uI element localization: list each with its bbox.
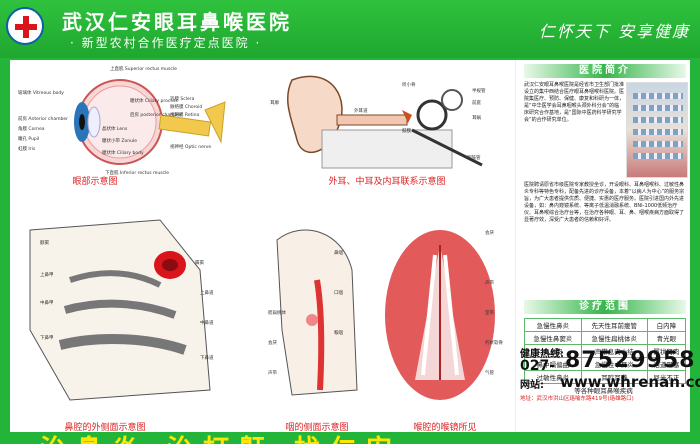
eye-diagram-panel: 上直肌 Superior rectus muscle 玻璃体 Vitreous …: [10, 60, 260, 188]
ear-label: 听小骨: [402, 83, 416, 88]
nose-label: 上鼻甲: [40, 273, 54, 278]
table-row: 过敏性鼻炎耳鸣耳聋屈光不正: [524, 370, 687, 384]
ear-label: 半规管: [472, 89, 486, 94]
larynx-diagram-panel: 会厌 声带 室带 杓状软骨 气管 喉腔的喉镜所见: [375, 210, 515, 432]
nose-label: 中鼻甲: [40, 301, 54, 306]
nose-label: 上鼻道: [200, 291, 214, 296]
eye-label: 前房 Anterior chamber: [18, 117, 68, 122]
hospital-building-image: [626, 82, 688, 178]
nose-label: 额窦: [40, 241, 49, 246]
larynx-label: 声带: [485, 281, 494, 286]
larynx-label: 气管: [485, 371, 494, 376]
nose-label: 下鼻甲: [40, 336, 54, 341]
intro-text-bottom: 医院聘请原省市级医院专家教授坐诊，开设眼科、耳鼻咽喉科、过敏性鼻炎专科等特色专科…: [524, 182, 685, 223]
eye-label: 晶状体 Lens: [102, 127, 128, 132]
eye-diagram-caption: 眼部示意图: [72, 177, 118, 187]
nose-diagram-panel: 上鼻甲 中鼻甲 下鼻甲 蝶窦 额窦 上鼻道 中鼻道 下鼻道 鼻腔的外侧面示意图: [10, 210, 260, 432]
table-row: 急慢性鼻窦炎急慢性扁桃体炎青光眼: [524, 331, 687, 345]
pharynx-label: 腭扁桃体: [268, 311, 286, 316]
nose-label: 蝶窦: [195, 261, 204, 266]
table-row: 鼻中隔偏曲急慢性中耳炎泪道阻塞: [524, 357, 687, 371]
hospital-name: 武汉仁安眼耳鼻喉医院: [62, 10, 292, 34]
eye-label: 角膜 Cornea: [18, 127, 45, 132]
scope-table: 急慢性鼻炎先天性耳前瘘管白内障 急慢性鼻窦炎急慢性扁桃体炎青光眼 鼻息肉声带息肉…: [524, 318, 687, 384]
eye-label: 虹膜 Iris: [18, 147, 36, 152]
hospital-logo-icon: [6, 7, 44, 45]
eye-illustration: [74, 79, 226, 165]
larynx-diagram-caption: 喉腔的喉镜所见: [413, 423, 477, 432]
eye-label: 脉络膜 Choroid: [170, 105, 203, 110]
pharynx-label: 喉咽: [334, 331, 343, 336]
intro-title: 医院简介: [524, 64, 686, 78]
eye-label: 视网膜 Retina: [170, 113, 200, 118]
larynx-illustration: [385, 230, 495, 400]
bottom-slogan-banner: 治鼻炎 治打鼾 找仁安: [0, 428, 700, 444]
table-row: 急慢性鼻炎先天性耳前瘘管白内障: [524, 318, 687, 332]
table-row: 鼻息肉声带息肉小结翼状胬肉: [524, 344, 687, 358]
eye-label: 下直肌 Inferior rectus muscle: [105, 171, 170, 176]
pharynx-label: 声带: [268, 371, 277, 376]
pharynx-label: 鼻咽: [334, 251, 343, 256]
ear-illustration: [286, 75, 483, 169]
eye-label: 瞳孔 Pupil: [18, 137, 40, 142]
ear-label: 耳蜗: [472, 116, 481, 121]
hospital-slogan: 仁怀天下 安享健康: [538, 22, 690, 41]
pharynx-label: 口咽: [334, 291, 343, 296]
ear-label: 咽鼓管: [467, 156, 481, 161]
pharynx-illustration: [276, 229, 358, 396]
eye-label: 睫状体 Ciliary process: [130, 99, 178, 104]
content-area: 上直肌 Superior rectus muscle 玻璃体 Vitreous …: [10, 60, 690, 432]
right-info-column: 医院简介 武汉仁安眼耳鼻喉医院是经省市卫生部门批准设立的集中西结合医疗眼耳鼻咽喉…: [515, 60, 690, 432]
eye-label: 睫状体 Ciliary body: [102, 151, 144, 156]
nose-illustration: [29, 219, 211, 401]
hospital-subtitle: · 新型农村合作医疗定点医院 ·: [70, 36, 262, 50]
eye-label: 视神经 Optic nerve: [170, 145, 212, 150]
ear-label: 外耳道: [354, 109, 368, 114]
larynx-label: 杓状软骨: [485, 341, 503, 346]
eye-label: 后房 posterior chamber: [130, 113, 182, 118]
intro-text-top: 武汉仁安眼耳鼻喉医院是经省市卫生部门批准设立的集中西结合医疗眼耳鼻咽喉科医院。医…: [524, 82, 625, 123]
ear-label: 鼓膜: [402, 129, 411, 134]
scope-title: 诊疗范围: [524, 300, 686, 314]
pharynx-diagram-panel: 鼻咽 口咽 喉咽 腭扁桃体 会厌 声带 咽的侧面示意图: [262, 210, 372, 432]
nose-label: 中鼻道: [200, 321, 214, 326]
ear-label: 前庭: [472, 101, 481, 106]
pharynx-diagram-caption: 咽的侧面示意图: [285, 423, 349, 432]
eye-label: 上直肌 Superior rectus muscle: [110, 67, 177, 72]
pharynx-label: 会厌: [268, 341, 277, 346]
ear-diagram-panel: 耳廓 外耳道 鼓膜 耳蜗 咽鼓管 听小骨 半规管 前庭 外耳、中耳及内耳联系示意…: [262, 60, 512, 188]
nose-diagram-caption: 鼻腔的外侧面示意图: [64, 423, 146, 432]
eye-label: 巩膜 Sclera: [170, 97, 195, 102]
eye-label: 睫状小带 Zonule: [102, 139, 137, 144]
eye-label: 玻璃体 Vitreous body: [18, 91, 64, 96]
larynx-label: 室带: [485, 311, 494, 316]
larynx-label: 会厌: [485, 231, 494, 236]
scope-footer: 等各种眼耳鼻喉疾病: [574, 387, 633, 395]
ear-label: 耳廓: [270, 101, 279, 106]
ear-diagram-caption: 外耳、中耳及内耳联系示意图: [328, 177, 446, 187]
nose-label: 下鼻道: [200, 356, 214, 361]
header-banner: 武汉仁安眼耳鼻喉医院 · 新型农村合作医疗定点医院 · 仁怀天下 安享健康: [0, 0, 700, 58]
